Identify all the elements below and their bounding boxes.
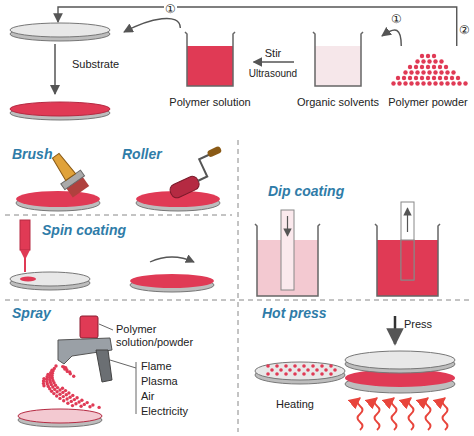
annotation: Polymer solution/powder (116, 323, 208, 349)
annotation: Press (404, 318, 432, 331)
process-node: Polymer solution (166, 28, 253, 110)
section-title: Roller (122, 146, 162, 162)
node-label: Substrate (72, 58, 119, 71)
node-label: Polymer powder (388, 96, 467, 109)
step-number: ② (458, 24, 471, 37)
annotation: Ultrasound (249, 67, 297, 80)
section-title: Hot press (262, 305, 327, 321)
flow-arrow (124, 18, 180, 32)
node-label: Organic solvents (297, 96, 379, 109)
annotation: Air (141, 390, 154, 403)
step-number: ① (390, 13, 403, 26)
process-node: Substrate (8, 22, 124, 76)
process-node: Polymer powder (385, 46, 470, 110)
annotation: Electricity (141, 405, 188, 418)
annotation: Stir (265, 47, 282, 60)
section-title: Brush (12, 146, 52, 162)
section-title: Dip coating (268, 183, 344, 199)
process-node: Organic solvents (294, 28, 382, 110)
step-number: ① (164, 3, 177, 16)
annotation: Heating (276, 398, 314, 411)
section-title: Spin coating (42, 222, 126, 238)
flow-arrow (382, 30, 401, 46)
flow-arrow (254, 61, 294, 62)
annotation: Plasma (141, 375, 178, 388)
node-label: Polymer solution (169, 96, 250, 109)
flow-arrow (58, 7, 457, 46)
annotation: Flame (141, 360, 172, 373)
section-title: Spray (12, 305, 51, 321)
